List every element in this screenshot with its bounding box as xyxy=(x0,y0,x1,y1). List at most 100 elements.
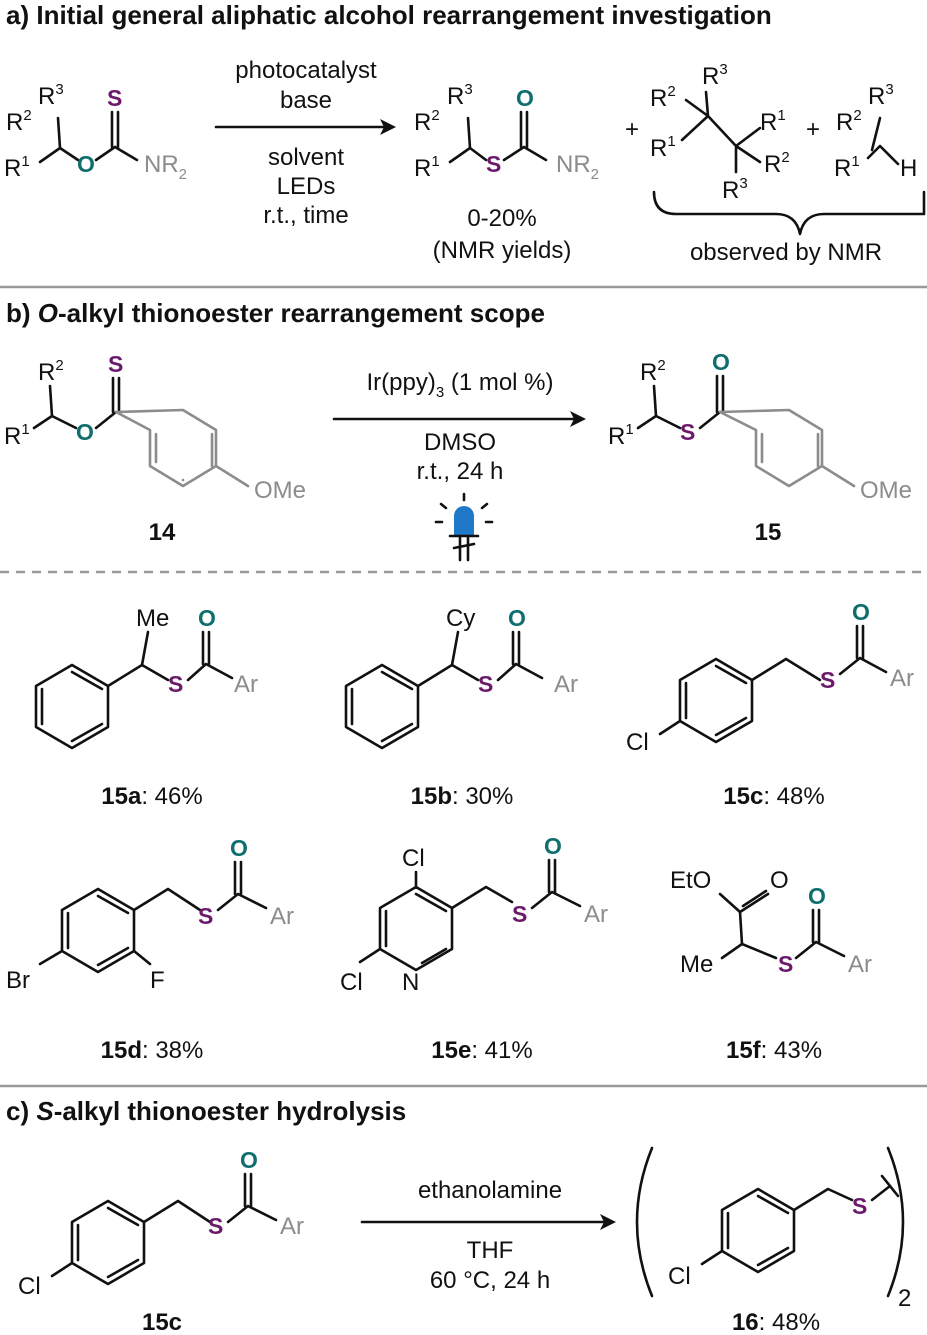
svg-text:OMe: OMe xyxy=(254,477,306,504)
section-c-title: c) S-alkyl thionoester hydrolysis xyxy=(6,1096,406,1126)
product-15e: Cl Cl N S O Ar 15e: 41% xyxy=(340,833,608,1064)
svg-text:+: + xyxy=(806,116,820,143)
svg-text:Me: Me xyxy=(680,951,713,978)
svg-text:photocatalyst: photocatalyst xyxy=(235,57,377,84)
reaction-arrow-b: Ir(ppy)3 (1 mol %) DMSO r.t., 24 h xyxy=(332,369,586,485)
svg-text:base: base xyxy=(280,87,332,114)
svg-text:Cy: Cy xyxy=(446,605,475,632)
svg-text:R3: R3 xyxy=(702,61,728,90)
svg-text:S: S xyxy=(108,351,123,377)
svg-text:O: O xyxy=(770,867,789,894)
svg-text:R1: R1 xyxy=(4,153,30,182)
svg-text:S: S xyxy=(198,903,213,929)
product-16: Cl S 2 16: 48% xyxy=(635,1146,911,1335)
svg-text:S: S xyxy=(107,85,122,111)
svg-text:R2: R2 xyxy=(650,83,676,112)
reactant-a: R2 R3 R1 O S NR2 xyxy=(4,81,187,183)
svg-text:R2: R2 xyxy=(414,107,440,136)
svg-text:Ir(ppy)3 (1 mol %): Ir(ppy)3 (1 mol %) xyxy=(366,369,553,401)
svg-text:OMe: OMe xyxy=(860,477,912,504)
svg-text:14: 14 xyxy=(149,519,176,546)
product-15c: Cl S O Ar 15c: 48% xyxy=(626,599,914,810)
svg-text:Cl: Cl xyxy=(668,1263,691,1290)
svg-text:15b: 30%: 15b: 30% xyxy=(411,783,514,810)
svg-text:R1: R1 xyxy=(760,107,786,136)
svg-text:S: S xyxy=(478,671,493,697)
svg-text:15c: 15c xyxy=(142,1309,182,1335)
svg-text:15d: 38%: 15d: 38% xyxy=(101,1037,204,1064)
svg-text:O: O xyxy=(230,835,248,861)
product-15b: Cy S O Ar 15b: 30% xyxy=(344,605,578,810)
svg-text:S: S xyxy=(680,419,695,445)
svg-text:R3: R3 xyxy=(722,175,748,204)
svg-text:2: 2 xyxy=(898,1285,911,1312)
svg-text:S: S xyxy=(852,1193,867,1219)
svg-text:Me: Me xyxy=(136,605,169,632)
svg-text:Ar: Ar xyxy=(554,671,578,698)
svg-text:O: O xyxy=(712,349,730,375)
svg-text:R1: R1 xyxy=(608,421,634,450)
svg-text:r.t., time: r.t., time xyxy=(263,202,348,229)
reactant-14: R2 R1 O S OMe 14 xyxy=(4,351,306,546)
svg-text:NR2: NR2 xyxy=(144,151,187,183)
svg-text:Ar: Ar xyxy=(270,903,294,930)
svg-text:NR2: NR2 xyxy=(556,151,599,183)
svg-text:O: O xyxy=(544,833,562,859)
svg-text:O: O xyxy=(508,605,526,631)
svg-text:15f: 43%: 15f: 43% xyxy=(726,1037,822,1064)
svg-text:S: S xyxy=(208,1213,223,1239)
svg-text:observed by NMR: observed by NMR xyxy=(690,239,882,266)
svg-text:O: O xyxy=(76,419,94,445)
svg-text:Cl: Cl xyxy=(340,969,363,996)
svg-text:R1: R1 xyxy=(414,153,440,182)
svg-text:Ar: Ar xyxy=(280,1213,304,1240)
product-15: R2 R1 S O OMe 15 xyxy=(608,349,912,546)
reactant-15c: Cl S O Ar 15c xyxy=(18,1147,304,1335)
svg-text:Ar: Ar xyxy=(584,901,608,928)
svg-text:N: N xyxy=(402,969,419,996)
svg-text:Cl: Cl xyxy=(18,1273,41,1300)
svg-text:S: S xyxy=(778,951,793,977)
reaction-arrow-c: ethanolamine THF 60 °C, 24 h xyxy=(360,1177,616,1294)
svg-text:r.t., 24 h: r.t., 24 h xyxy=(417,458,504,485)
svg-text:R1: R1 xyxy=(650,133,676,162)
svg-text:F: F xyxy=(150,967,165,994)
svg-text:O: O xyxy=(852,599,870,625)
product-a: R2 R3 R1 S O NR2 0-20% (NMR yields) xyxy=(414,81,599,264)
svg-text:+: + xyxy=(625,116,639,143)
svg-text:Cl: Cl xyxy=(626,729,649,756)
svg-text:O: O xyxy=(808,883,826,909)
svg-text:Ar: Ar xyxy=(890,665,914,692)
svg-text:0-20%: 0-20% xyxy=(467,205,536,232)
svg-text:O: O xyxy=(240,1147,258,1173)
svg-text:LEDs: LEDs xyxy=(277,173,336,200)
svg-text:Br: Br xyxy=(6,967,30,994)
svg-text:DMSO: DMSO xyxy=(424,429,496,456)
product-15a: Me S O Ar 15a: 46% xyxy=(34,605,258,810)
svg-text:R1: R1 xyxy=(4,421,30,450)
svg-text:THF: THF xyxy=(467,1237,514,1264)
svg-text:R2: R2 xyxy=(38,357,64,386)
section-b-title: b) O-alkyl thionoester rearrangement sco… xyxy=(6,298,545,328)
svg-text:R2: R2 xyxy=(764,149,790,178)
svg-text:ethanolamine: ethanolamine xyxy=(418,1177,562,1204)
svg-text:Cl: Cl xyxy=(402,845,425,872)
svg-text:R3: R3 xyxy=(868,81,894,110)
svg-text:S: S xyxy=(512,901,527,927)
svg-text:O: O xyxy=(77,151,95,177)
svg-text:R3: R3 xyxy=(38,81,64,110)
svg-text:Ar: Ar xyxy=(848,951,872,978)
svg-text:solvent: solvent xyxy=(268,144,344,171)
product-15d: Br F S O Ar 15d: 38% xyxy=(6,835,294,1064)
svg-text:Ar: Ar xyxy=(234,671,258,698)
svg-text:O: O xyxy=(198,605,216,631)
svg-text:R2: R2 xyxy=(640,357,666,386)
blue-led-icon xyxy=(434,492,494,562)
svg-text:R3: R3 xyxy=(447,81,473,110)
svg-text:H: H xyxy=(900,155,917,182)
svg-text:15c: 48%: 15c: 48% xyxy=(723,783,824,810)
product-15f: EtO O Me S O Ar 15f: 43% xyxy=(670,867,872,1064)
svg-text:R1: R1 xyxy=(834,153,860,182)
svg-text:(NMR yields): (NMR yields) xyxy=(433,237,572,264)
